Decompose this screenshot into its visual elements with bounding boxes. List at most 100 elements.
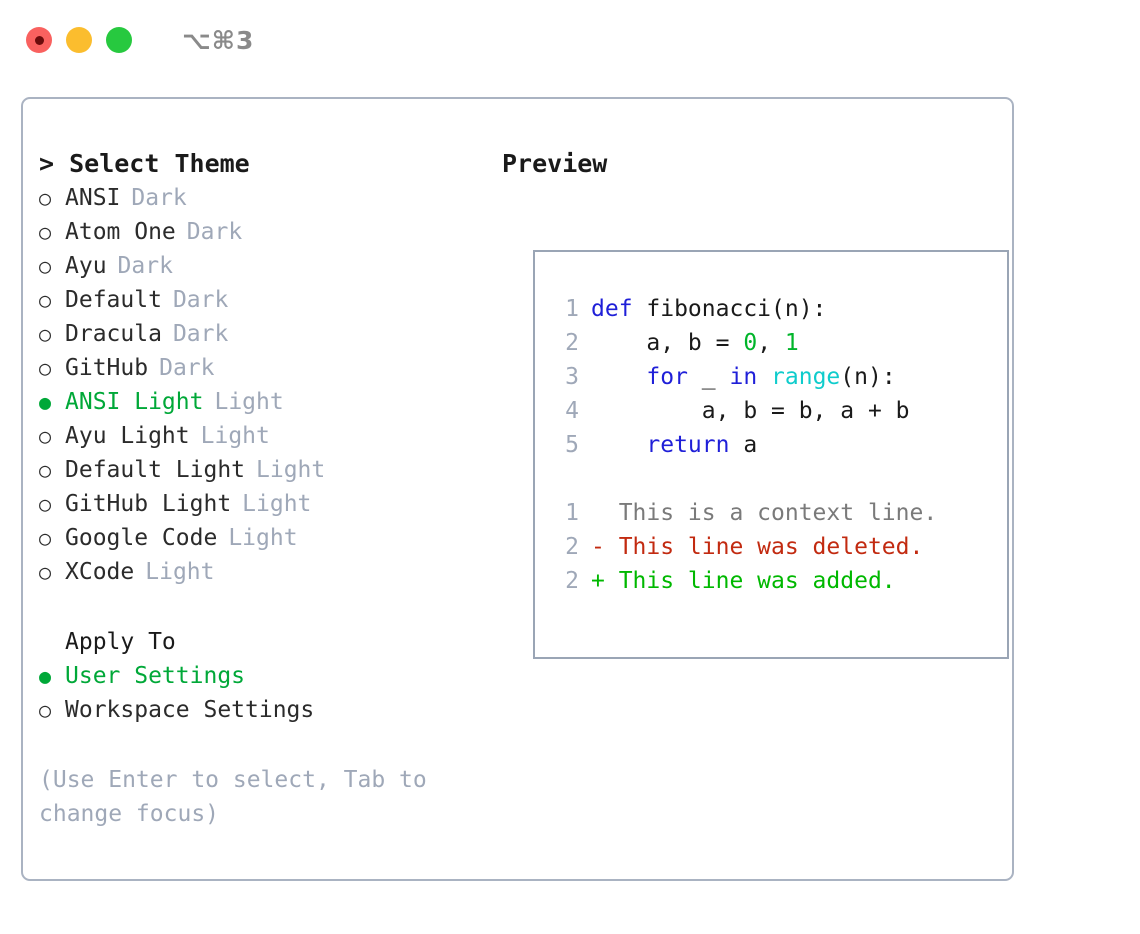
radio-unselected-icon: ○ [39, 458, 52, 482]
theme-option-kind: Light [228, 525, 298, 551]
code-line: 5 return a [553, 428, 937, 462]
code-line: 3 for _ in range(n): [553, 360, 937, 394]
radio-unselected-icon: ○ [39, 356, 52, 380]
radio-unselected-icon: ○ [39, 560, 52, 584]
radio-unselected-icon: ○ [39, 698, 52, 722]
diff-line-text: + This line was added. [591, 568, 896, 594]
line-number: 3 [565, 364, 579, 390]
code-token: (n): [840, 364, 896, 390]
line-number: 1 [565, 500, 579, 526]
radio-unselected-icon: ○ [39, 288, 52, 312]
code-token [591, 364, 646, 390]
diff-line: 2+ This line was added. [553, 564, 937, 598]
apply-to-option-workspace-settings[interactable]: ○ Workspace Settings [39, 693, 489, 727]
spacer [39, 589, 489, 625]
diff-line: 1 This is a context line. [553, 496, 937, 530]
code-line-text: a, b = b, a + b [579, 394, 910, 428]
theme-option-default-light[interactable]: ○ Default Light Light [39, 453, 489, 487]
diff-line: 2- This line was deleted. [553, 530, 937, 564]
code-token: return [646, 432, 730, 458]
code-token: fibonacci(n): [632, 296, 827, 322]
theme-option-label: Default [65, 287, 162, 313]
maximize-button[interactable] [106, 27, 132, 53]
code-token: a, b = [591, 330, 744, 356]
code-line-text: return a [579, 428, 757, 462]
keyboard-shortcut-label: ⌥⌘3 [182, 25, 255, 55]
code-token: 1 [784, 330, 799, 356]
radio-selected-icon: ● [39, 664, 52, 688]
radio-unselected-icon: ○ [39, 254, 52, 278]
spacer [39, 727, 489, 763]
preview-heading: Preview [502, 149, 608, 178]
window-titlebar: ⌥⌘3 [0, 0, 1140, 80]
apply-to-option-label: User Settings [65, 663, 246, 689]
code-token: a, b = b, a + b [591, 398, 910, 424]
code-token: 0 [743, 330, 758, 356]
radio-selected-icon: ● [39, 390, 52, 414]
theme-option-kind: Light [200, 423, 270, 449]
theme-option-kind: Dark [172, 321, 229, 347]
minimize-button[interactable] [66, 27, 92, 53]
diff-line-text: - This line was deleted. [591, 534, 924, 560]
preview-gap [553, 462, 937, 496]
code-token: def [591, 296, 633, 322]
code-token: for [646, 364, 688, 390]
code-token: _ [687, 364, 730, 390]
radio-unselected-icon: ○ [39, 322, 52, 346]
keyboard-hint-text: (Use Enter to select, Tab to change focu… [39, 767, 427, 827]
apply-to-option-user-settings[interactable]: ● User Settings [39, 659, 489, 693]
code-line-text: def fibonacci(n): [579, 292, 826, 326]
theme-option-default[interactable]: ○ Default Dark [39, 283, 489, 317]
diff-line-text: This is a context line. [591, 500, 938, 526]
apply-to-option-label: Workspace Settings [65, 697, 315, 723]
radio-unselected-icon: ○ [39, 220, 52, 244]
theme-option-kind: Dark [172, 287, 229, 313]
code-line-text: for _ in range(n): [579, 360, 896, 394]
theme-option-kind: Dark [117, 253, 173, 279]
radio-unselected-icon: ○ [39, 424, 52, 448]
theme-option-github[interactable]: ○ GitHub Dark [39, 351, 489, 385]
theme-option-kind: Light [242, 491, 312, 517]
theme-option-label: ANSI Light [65, 389, 204, 415]
theme-option-label: GitHub Light [65, 491, 232, 517]
theme-option-label: Default Light [65, 457, 246, 483]
theme-option-label: Atom One [65, 219, 176, 245]
radio-unselected-icon: ○ [39, 526, 52, 550]
code-token: in [729, 364, 758, 390]
theme-option-label: ANSI [65, 185, 121, 211]
line-number: 2 [565, 330, 579, 356]
line-number: 5 [565, 432, 579, 458]
theme-option-kind: Light [256, 457, 326, 483]
theme-option-label: GitHub [65, 355, 149, 381]
code-line-text: a, b = 0, 1 [579, 326, 799, 360]
line-number: 1 [565, 296, 579, 322]
apply-to-list[interactable]: ● User Settings ○ Workspace Settings [39, 659, 489, 727]
theme-option-label: Ayu [65, 253, 107, 279]
code-token: range [771, 364, 841, 390]
theme-option-ayu[interactable]: ○ Ayu Dark [39, 249, 489, 283]
code-line: 4 a, b = b, a + b [553, 394, 937, 428]
code-token: , [757, 330, 785, 356]
close-button[interactable] [26, 27, 52, 53]
theme-option-kind: Light [145, 559, 215, 585]
line-number: 4 [565, 398, 579, 424]
select-theme-heading: > Select Theme [39, 149, 250, 178]
apply-to-heading: Apply To [65, 629, 176, 655]
theme-option-kind: Dark [159, 355, 215, 381]
